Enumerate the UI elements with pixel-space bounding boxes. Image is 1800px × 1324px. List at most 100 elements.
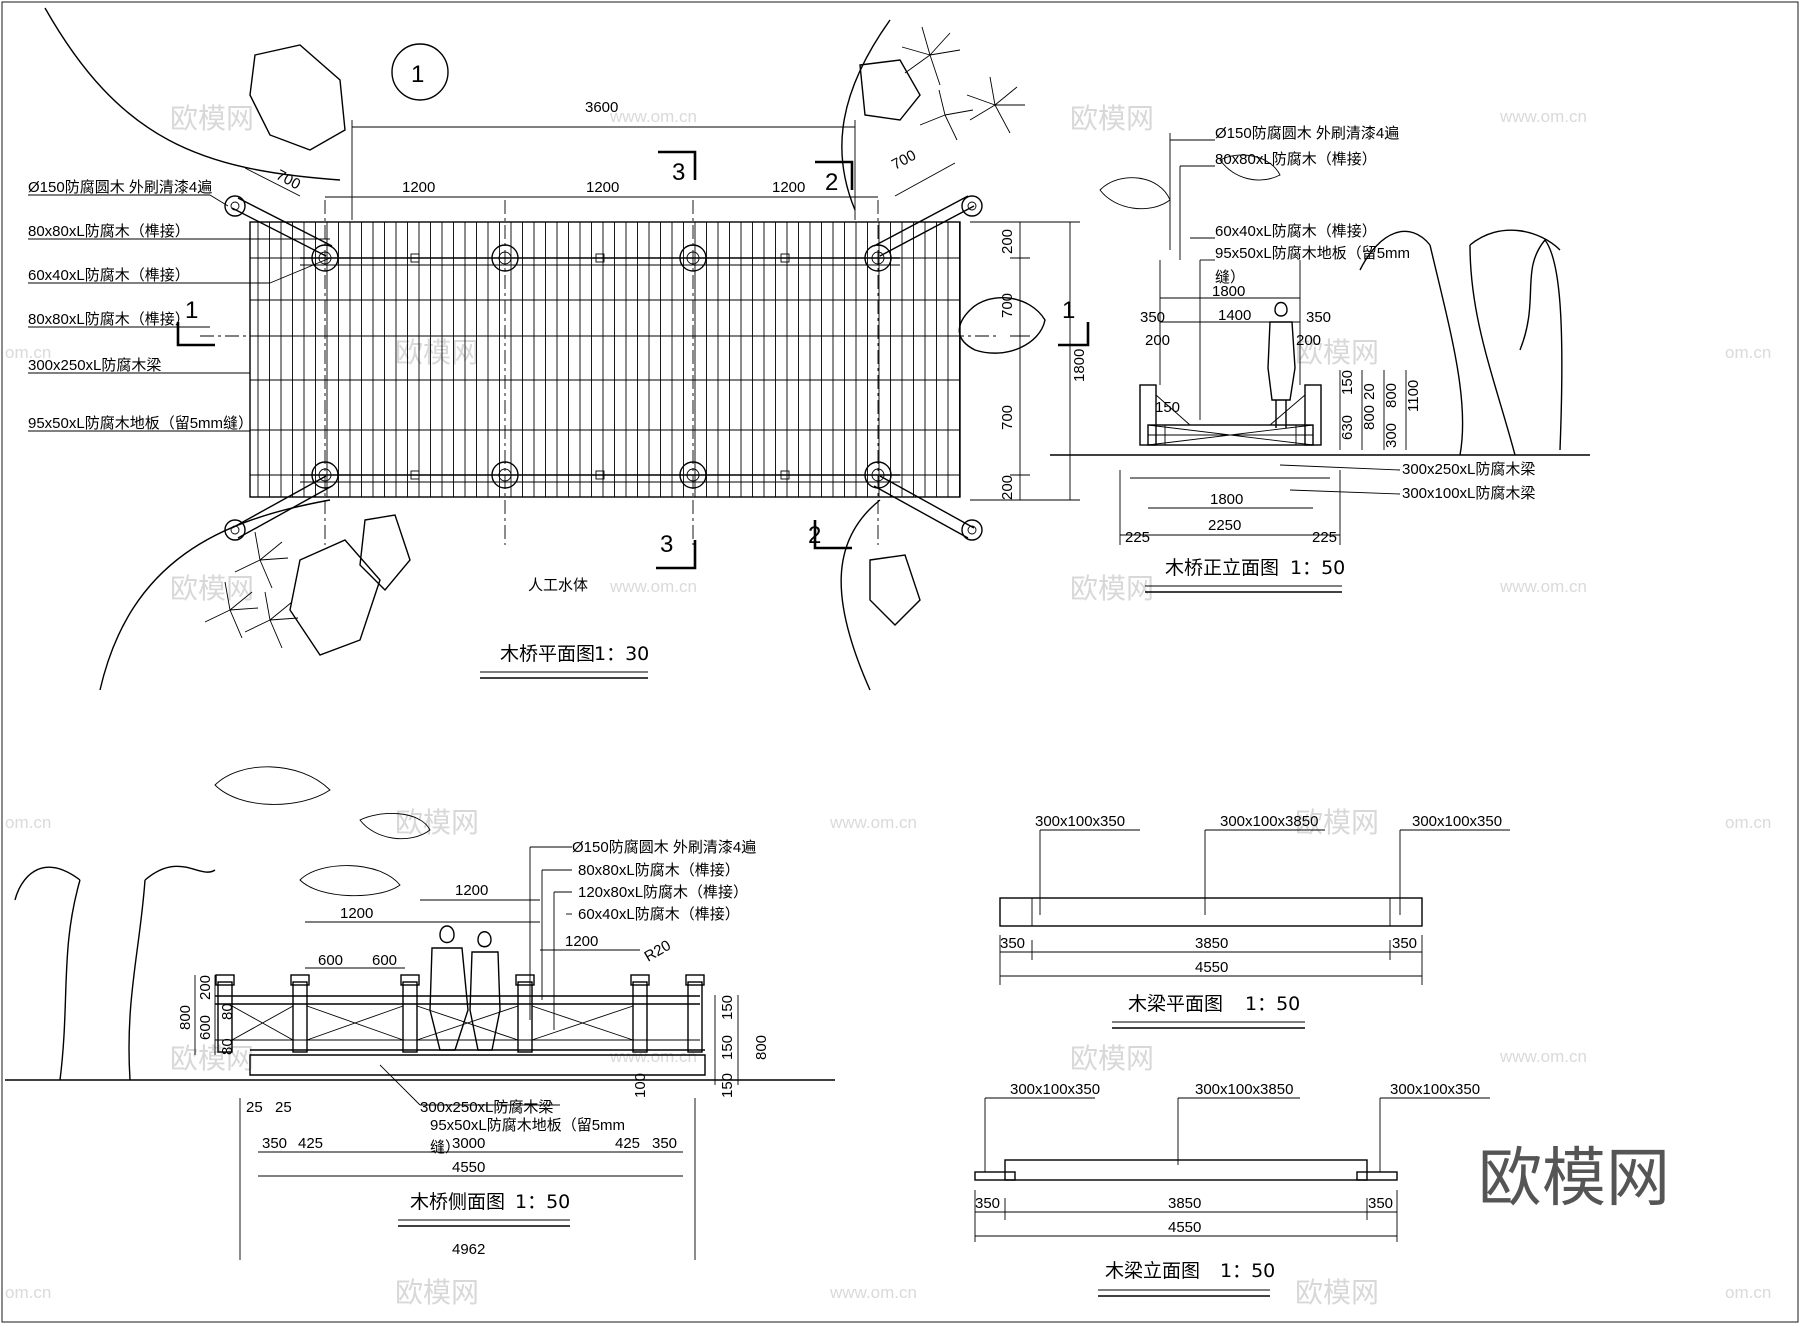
plan-right-dimension: 200 700 700 200 1800 <box>970 221 1088 501</box>
tree <box>1519 238 1563 451</box>
tree-foliage <box>214 766 331 805</box>
dim-vertical: 1800 <box>1071 349 1088 382</box>
dim: 350 <box>1392 935 1417 952</box>
callout-label: 缝） <box>1215 269 1245 286</box>
beam-label: 缝） <box>430 1139 460 1156</box>
rock <box>289 539 381 656</box>
front-callouts: Ø150防腐圆木 外刷清漆4遍 80x80xL防腐木（榫接） 60x40xL防腐… <box>1169 124 1535 502</box>
callout-label: 300x250xL防腐木梁 <box>28 356 161 374</box>
callout-label: 80x80xL防腐木（榫接） <box>578 861 740 879</box>
callout-label: 80x80xL防腐木（榫接） <box>28 222 190 240</box>
watermark-url: om.cn <box>5 813 51 832</box>
dim: 3850 <box>1195 935 1228 952</box>
dim: 600 <box>372 952 397 969</box>
callout-label: 60x40xL防腐木（榫接） <box>1215 222 1377 240</box>
plan-top-dimension: 3600 1200 1200 1200 700 700 <box>244 99 956 220</box>
dim: 225 <box>1125 529 1150 546</box>
dim: 1200 <box>340 905 373 922</box>
post <box>1139 384 1157 446</box>
watermark-logo: 欧模网 <box>170 1042 254 1075</box>
rail-joint <box>780 253 790 263</box>
tree-foliage <box>299 865 401 897</box>
watermark-logo: 欧模网 <box>1295 1276 1379 1309</box>
side-elevation: 1200 1200 1200 600 600 R20 800 600 200 8… <box>5 766 835 1260</box>
callout-label: 95x50xL防腐木地板（留5mm <box>1215 244 1410 262</box>
beam-piece-label: 300x100x350 <box>1035 813 1125 830</box>
tree-foliage <box>1219 154 1281 181</box>
dim-vertical: 300 <box>1383 423 1400 448</box>
dim: 350 <box>1368 1195 1393 1212</box>
plan-callouts: Ø150防腐圆木 外刷清漆4遍 80x80xL防腐木（榫接） 60x40xL防腐… <box>28 178 331 432</box>
water-label: 人工水体 <box>528 577 588 594</box>
dim: 3850 <box>1168 1195 1201 1212</box>
watermark-url: www.om.cn <box>609 577 697 596</box>
beam-plan-scale: 1：50 <box>1245 993 1300 1015</box>
side-left-dims: 800 600 200 80 80 <box>177 975 236 1055</box>
rock <box>359 514 411 592</box>
dim: 350 <box>1000 935 1025 952</box>
front-scale: 1：50 <box>1290 557 1345 579</box>
dim: 25 <box>246 1099 263 1116</box>
person-figure <box>429 925 469 1051</box>
rock <box>869 554 921 626</box>
dim-chain: 350 <box>262 1135 287 1152</box>
dim: 1400 <box>1218 307 1251 324</box>
approach-rails <box>224 195 983 541</box>
front-elevation: 1800 1400 350 350 200 200 150 630 150 80… <box>1050 124 1590 593</box>
dim-diagonal: 700 <box>889 147 919 174</box>
watermark-url: om.cn <box>5 1283 51 1302</box>
watermark-logo: 欧模网 <box>1070 1042 1154 1075</box>
plan-title: 木桥平面图 <box>500 643 595 665</box>
brace <box>531 1005 634 1041</box>
plan-scale: 1：30 <box>594 643 649 665</box>
side-scale: 1：50 <box>515 1191 570 1213</box>
beam-plan-title: 木梁平面图 <box>1128 993 1223 1015</box>
rail-joint <box>410 470 420 480</box>
dim-vertical: 1100 <box>1405 380 1422 412</box>
dim: 1200 <box>455 882 488 899</box>
dim-vertical: 800 <box>1383 383 1400 408</box>
railing-post <box>217 981 233 1053</box>
callout-label: Ø150防腐圆木 外刷清漆4遍 <box>572 838 756 856</box>
dim-span: 1200 <box>402 179 435 196</box>
dim-vertical: 800 <box>753 1035 770 1060</box>
post-cap <box>290 974 310 986</box>
tree <box>14 865 216 1081</box>
beam-body <box>1004 1159 1368 1181</box>
front-right-dims: 630 150 800 20 800 1100 300 <box>1339 370 1422 450</box>
front-bottom-dims: 1800 2250 225 225 <box>1119 470 1341 546</box>
watermark-url: www.om.cn <box>609 1047 697 1066</box>
post-cap <box>630 974 650 986</box>
watermark-url: www.om.cn <box>829 1283 917 1302</box>
dim: 350 <box>975 1195 1000 1212</box>
beam-label: 300x100xL防腐木梁 <box>1402 484 1535 502</box>
post-cap <box>515 974 535 986</box>
dim-diagonal: 700 <box>273 167 303 194</box>
plant-symbol <box>204 26 1025 649</box>
watermark-url: www.om.cn <box>609 107 697 126</box>
post <box>1304 384 1322 446</box>
post-cap <box>400 974 420 986</box>
watermark-url: om.cn <box>1725 343 1771 362</box>
watermark-logo: 欧模网 <box>1295 806 1379 839</box>
watermark-url: om.cn <box>5 343 51 362</box>
dim-vertical: 200 <box>197 975 214 1000</box>
bridge-deck <box>249 221 961 498</box>
watermark-logo: 欧模网 <box>1295 336 1379 369</box>
dim-vertical: 150 <box>1339 370 1356 395</box>
watermark-url: om.cn <box>1725 1283 1771 1302</box>
callout-label: 95x50xL防腐木地板（留5mm缝） <box>28 414 253 432</box>
watermark-logo: 欧模网 <box>395 806 479 839</box>
dim-radius: R20 <box>642 937 674 965</box>
watermark-url: om.cn <box>1725 813 1771 832</box>
watermark-logo: 欧模网 <box>1070 572 1154 605</box>
rail-joint <box>780 470 790 480</box>
railing-post <box>517 981 533 1053</box>
shoreline <box>44 7 341 181</box>
side-right-dims: 150 800 150 150 <box>714 995 770 1098</box>
shoreline <box>99 499 331 691</box>
brace <box>416 1005 519 1041</box>
detail-marker <box>391 43 449 101</box>
